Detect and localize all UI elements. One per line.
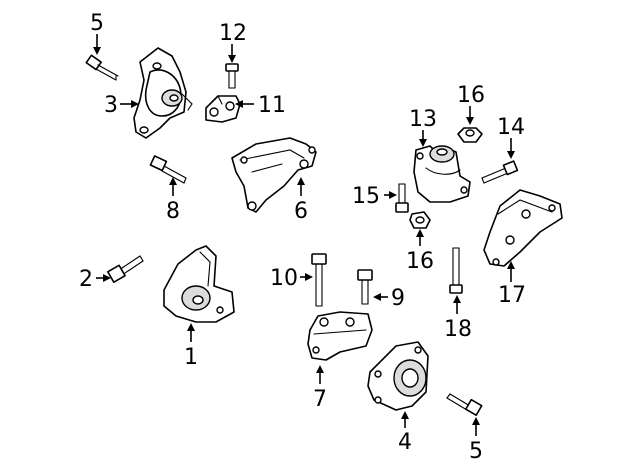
callout-7: 7 bbox=[313, 387, 327, 412]
callout-18: 18 bbox=[444, 317, 472, 342]
part-17-bracket bbox=[483, 189, 563, 267]
callout-16-lower: 16 bbox=[406, 249, 434, 274]
part-9-bolt bbox=[357, 269, 373, 305]
callout-4: 4 bbox=[398, 430, 412, 455]
callout-5-bottom: 5 bbox=[469, 439, 483, 464]
part-12-stud bbox=[225, 63, 239, 89]
part-15-stud bbox=[395, 183, 409, 213]
callout-11: 11 bbox=[258, 93, 286, 118]
callout-15: 15 bbox=[352, 184, 380, 209]
part-5-bolt-top bbox=[85, 54, 119, 81]
callout-5-top: 5 bbox=[90, 11, 104, 36]
part-16-nut-top bbox=[457, 127, 483, 143]
callout-17: 17 bbox=[498, 283, 526, 308]
callout-8: 8 bbox=[166, 199, 180, 224]
part-3-upper-mount bbox=[133, 47, 193, 139]
callout-14: 14 bbox=[497, 115, 525, 140]
callout-1: 1 bbox=[184, 345, 198, 370]
callout-13: 13 bbox=[409, 107, 437, 132]
callout-3: 3 bbox=[104, 93, 118, 118]
callout-10: 10 bbox=[270, 266, 298, 291]
callout-6: 6 bbox=[294, 199, 308, 224]
callout-9: 9 bbox=[391, 286, 405, 311]
part-2-bolt bbox=[107, 255, 144, 283]
part-7-bracket bbox=[307, 311, 373, 361]
callout-12: 12 bbox=[219, 21, 247, 46]
part-6-bracket bbox=[231, 137, 317, 213]
callout-labels: 5 12 3 11 16 13 14 8 6 15 16 2 10 9 17 1… bbox=[79, 11, 526, 464]
callout-2: 2 bbox=[79, 267, 93, 292]
leader-lines bbox=[93, 34, 515, 436]
callout-16-top: 16 bbox=[457, 83, 485, 108]
part-4-mount bbox=[367, 341, 429, 411]
part-18-stud bbox=[449, 247, 463, 294]
part-14-bolt bbox=[481, 160, 519, 184]
part-16-nut-lower bbox=[409, 211, 431, 229]
part-8-bolt bbox=[149, 155, 187, 184]
part-5-bolt-bottom bbox=[446, 393, 483, 416]
part-13-mount bbox=[413, 145, 471, 203]
part-1-lower-mount bbox=[163, 245, 235, 323]
part-10-bolt bbox=[311, 253, 327, 307]
part-11-bracket bbox=[205, 95, 241, 123]
